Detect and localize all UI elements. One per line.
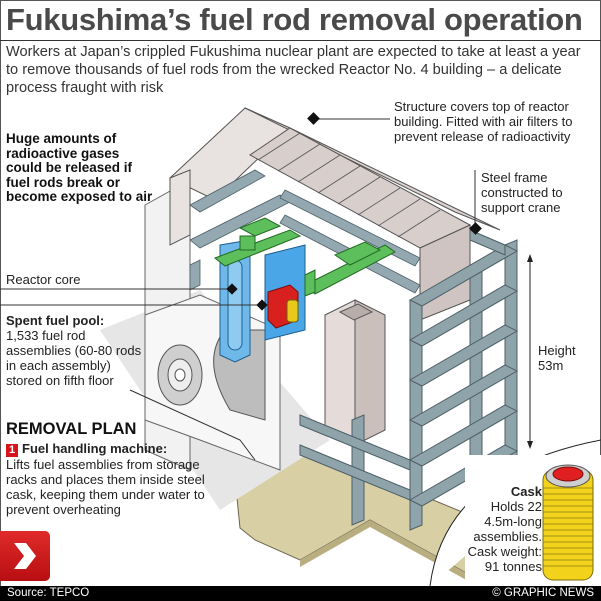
spent-fuel-pool-title: Spent fuel pool: [6, 313, 105, 328]
callout-leaders [0, 118, 476, 461]
page-title: Fukushima’s fuel rod removal operation [6, 2, 583, 37]
callout-markers [226, 112, 482, 311]
fuel-handling-machines [213, 217, 396, 297]
tower-block-side [354, 299, 386, 446]
ground-slab-edge [300, 520, 470, 582]
removal-step-1: 1 Fuel handling machine: Lifts fuel assem… [6, 441, 221, 517]
spent-fuel-pool-callout: Spent fuel pool: 1,533 fuel rod assembli… [6, 313, 146, 388]
next-page-button[interactable] [0, 531, 50, 581]
cask-illustration [542, 464, 594, 581]
reactor-core-label: Reactor core [6, 272, 81, 287]
step-1-text: Lifts fuel assemblies from storage racks… [6, 457, 205, 517]
intro-text: Workers at Japan’s crippled Fukushima nu… [6, 44, 581, 96]
roof-left-post [169, 169, 191, 246]
chevron-right-icon [14, 543, 36, 569]
cask-title: Cask [510, 484, 542, 499]
cask-line-1: Holds 22 [490, 499, 542, 514]
removal-plan-heading: REMOVAL PLAN [6, 420, 137, 438]
tower-block-top-hole [338, 303, 374, 321]
step-1-title-row: 1 Fuel handling machine: [6, 441, 221, 457]
step-number-badge: 1 [6, 444, 18, 457]
cask-in-pool [286, 299, 299, 323]
height-value: 53m [538, 358, 564, 373]
steel-frame-callout: Steel frame constructed to support crane [481, 170, 563, 215]
height-callout: Height 53m [538, 343, 576, 373]
cask-line-3: assemblies. [473, 529, 542, 544]
height-arrow-top [527, 254, 533, 262]
height-arrow-bottom [527, 441, 533, 449]
radiation-warning-text: Huge amounts of radioactive gases could … [6, 131, 153, 204]
cask-line-5: 91 tonnes [484, 559, 542, 574]
cask-line-2: 4.5m-long [484, 514, 542, 529]
cask-callout: Cask Holds 22 4.5m-long assemblies. Cask… [462, 484, 542, 574]
step-1-title: Fuel handling machine: [22, 441, 168, 456]
source-credit: Source: TEPCO [7, 587, 90, 599]
reactor-vessel-core-hole [174, 368, 186, 382]
cask-line-4: Cask weight: [467, 544, 542, 559]
height-label: Height [538, 343, 576, 358]
title-divider [0, 40, 601, 41]
structure-cover-callout: Structure covers top of reactor building… [394, 99, 573, 144]
roof-panel-lines [257, 132, 441, 238]
copyright-credit: © GRAPHIC NEWS [492, 587, 594, 599]
footer-bar: Source: TEPCO © GRAPHIC NEWS [0, 586, 601, 601]
steel-frame-tower [299, 229, 519, 531]
spent-fuel-pool-text: 1,533 fuel rod assemblies (60-80 rods in… [6, 328, 142, 388]
